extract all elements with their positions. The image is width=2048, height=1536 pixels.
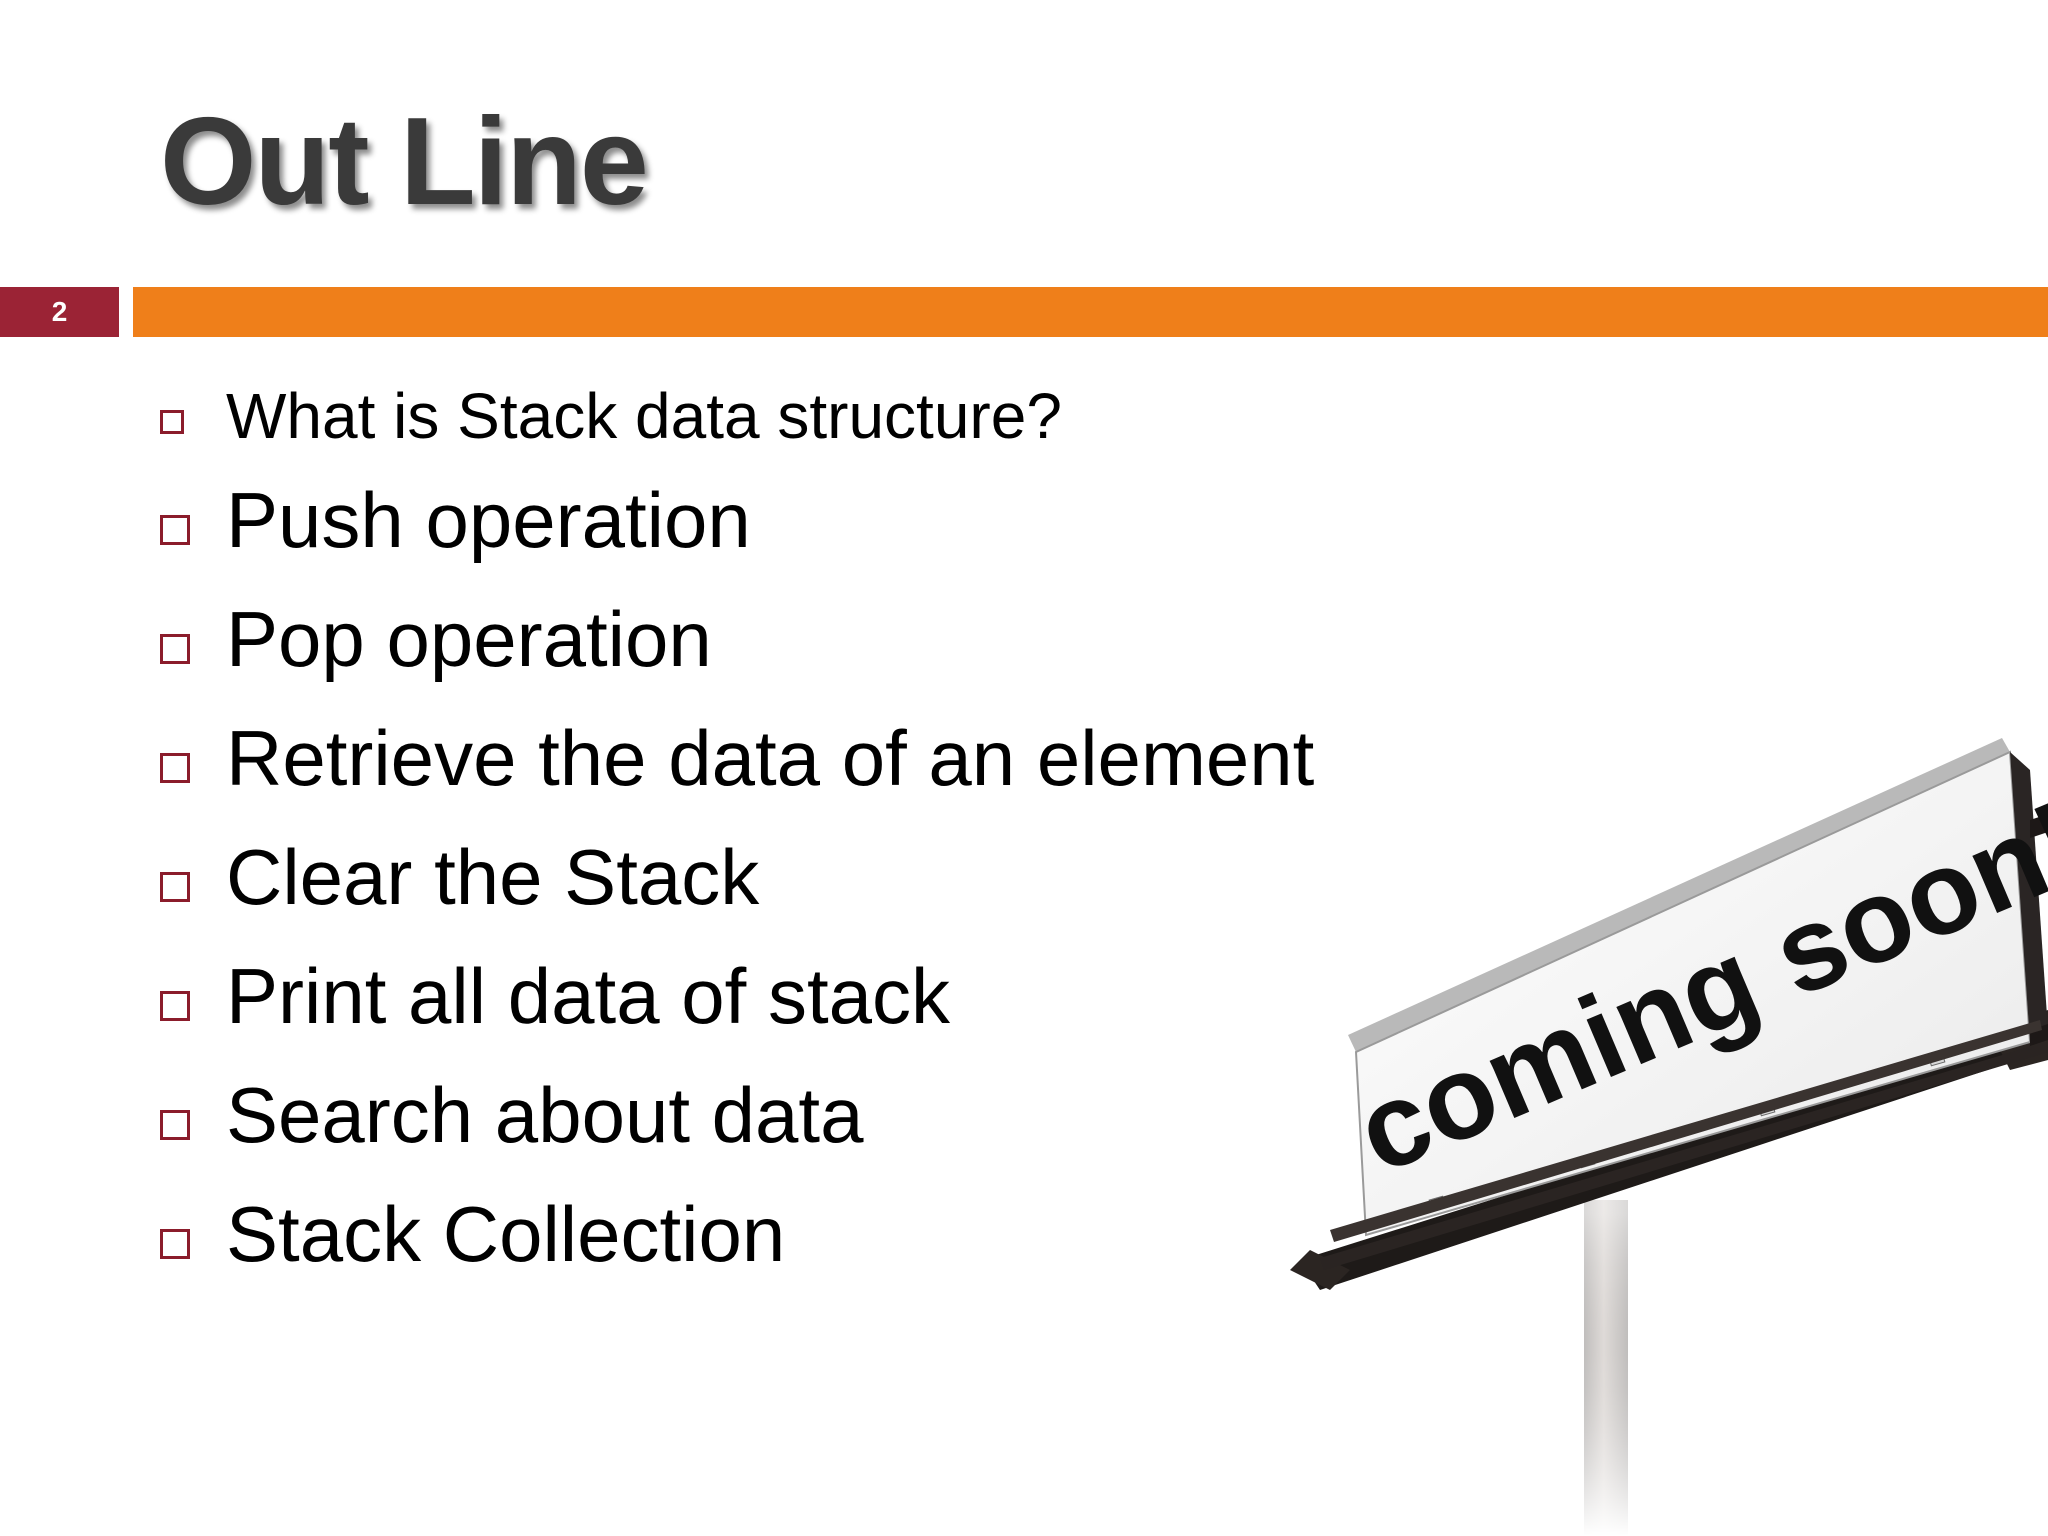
bullet-label: Pop operation <box>226 594 712 683</box>
bullet-list: What is Stack data structure? Push opera… <box>160 372 1314 1293</box>
list-item: Retrieve the data of an element <box>160 698 1314 817</box>
list-item: Stack Collection <box>160 1174 1314 1293</box>
bullet-label: Clear the Stack <box>226 832 760 921</box>
square-bullet-icon <box>160 410 184 434</box>
bullet-label: What is Stack data structure? <box>226 380 1062 452</box>
billboard-icon: coming soon! <box>1290 738 2048 1536</box>
square-bullet-icon <box>160 871 190 902</box>
list-item: What is Stack data structure? <box>160 372 1314 460</box>
square-bullet-icon <box>160 752 190 783</box>
square-bullet-icon <box>160 633 190 664</box>
slide-title: Out Line <box>160 93 649 231</box>
list-item: Print all data of stack <box>160 936 1314 1055</box>
list-item: Search about data <box>160 1055 1314 1174</box>
bullet-label: Print all data of stack <box>226 951 951 1040</box>
page-number: 2 <box>51 296 68 327</box>
list-item: Push operation <box>160 460 1314 579</box>
bullet-label: Stack Collection <box>226 1189 786 1278</box>
square-bullet-icon <box>160 514 190 545</box>
bullet-label: Search about data <box>226 1070 864 1159</box>
page-number-badge: 2 <box>0 287 119 337</box>
list-item: Pop operation <box>160 579 1314 698</box>
list-item: Clear the Stack <box>160 817 1314 936</box>
accent-bar <box>133 287 2048 337</box>
square-bullet-icon <box>160 1109 190 1140</box>
square-bullet-icon <box>160 1228 190 1259</box>
bullet-label: Push operation <box>226 475 751 564</box>
bullet-label: Retrieve the data of an element <box>226 713 1315 802</box>
square-bullet-icon <box>160 990 190 1021</box>
